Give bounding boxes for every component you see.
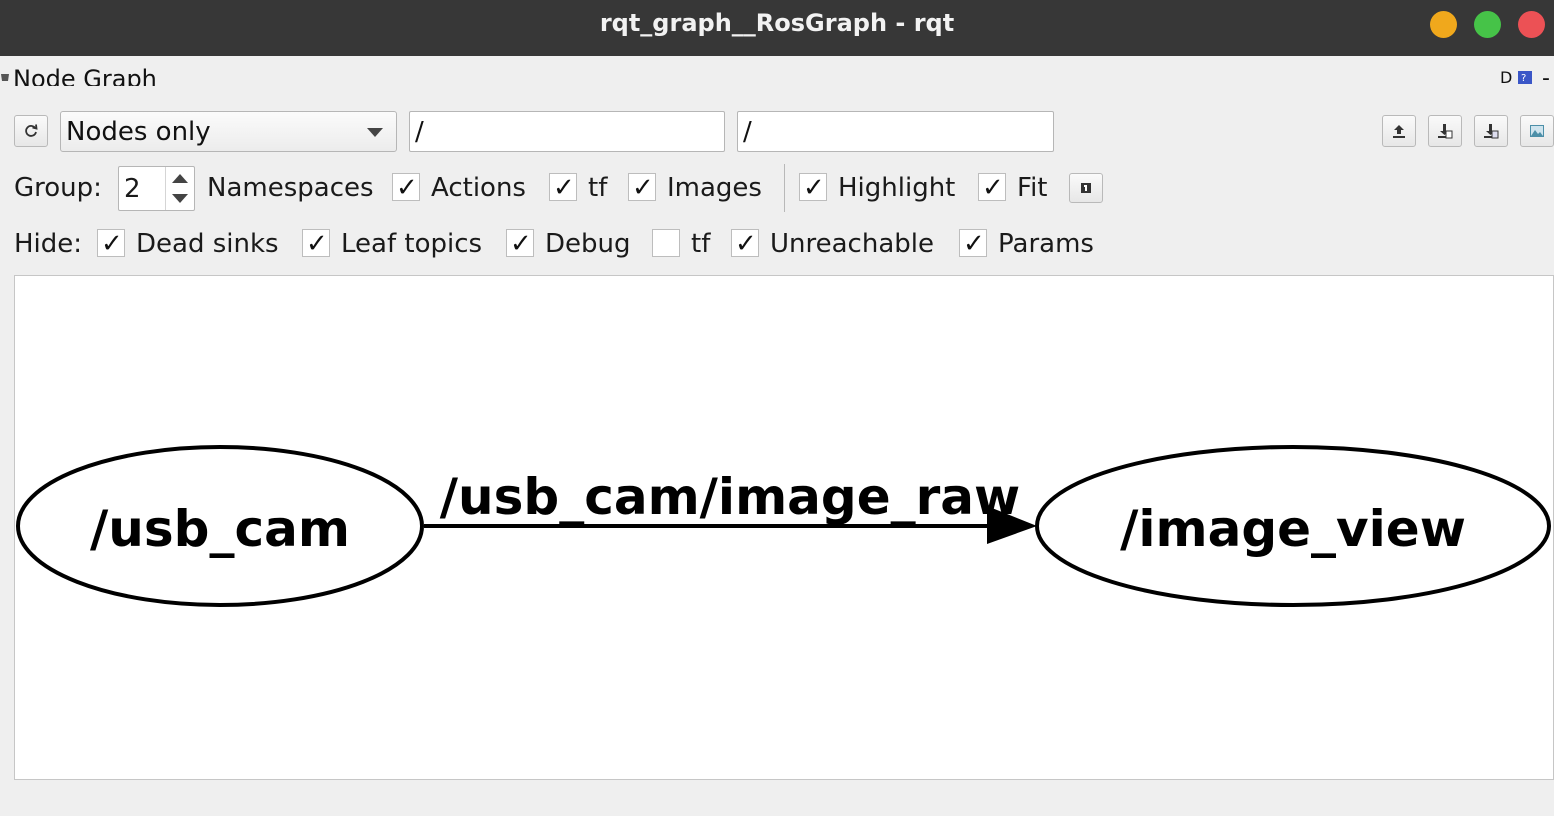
chevron-down-icon [367,128,383,137]
check-icon: ✓ [803,173,825,203]
check-icon: ✓ [963,229,985,259]
graph-node-image-view[interactable] [1035,445,1551,607]
edge-arrowhead [987,506,1037,544]
params-label: Params [998,229,1094,259]
check-icon: ✓ [632,173,654,203]
graph-svg: /usb_cam /usb_cam/image_raw /image_view [16,445,1551,607]
group-spinbox[interactable]: 2 [118,166,195,211]
namespaces-label: Namespaces [207,173,374,203]
check-icon: ✓ [982,173,1004,203]
save-dot-button[interactable] [1428,115,1462,147]
unreachable-label: Unreachable [770,229,934,259]
leaf-topics-label: Leaf topics [341,229,483,259]
dead-sinks-label: Dead sinks [136,229,279,259]
help-icon[interactable]: D ? [1500,70,1534,84]
save-image-button[interactable] [1520,115,1554,147]
graph-canvas[interactable]: /usb_cam /usb_cam/image_raw /image_view [14,275,1554,780]
edge-label: /usb_cam/image_raw [440,468,1020,526]
plugin-title: Node Graph [13,65,157,86]
view-mode-select[interactable]: Nodes only [60,111,397,152]
actions-label: Actions [431,173,526,203]
topic-filter-input[interactable] [737,111,1054,152]
group-label: Group: [14,173,102,203]
maximize-button[interactable] [1474,11,1501,38]
tf-hide-checkbox[interactable] [652,229,680,257]
highlight-checkbox[interactable]: ✓ [799,173,827,203]
toolbar-separator [784,164,785,212]
fit-view-icon [1081,183,1091,193]
view-mode-value: Nodes only [66,117,211,147]
check-icon: ✓ [510,229,532,259]
load-dot-button[interactable] [1382,115,1416,147]
images-checkbox[interactable]: ✓ [628,173,656,203]
hide-label: Hide: [14,229,83,259]
spin-divider [165,167,166,210]
save-dot-icon [1438,124,1453,139]
spin-up-icon[interactable] [172,174,188,183]
fit-view-button[interactable] [1069,173,1103,203]
check-icon: ✓ [553,173,575,203]
node-label-usb-cam: /usb_cam [90,500,350,558]
tf-hide-label: tf [691,229,711,259]
images-label: Images [667,173,762,203]
fit-label: Fit [1017,173,1048,203]
check-icon: ✓ [101,229,123,259]
check-icon: ✓ [396,173,418,203]
close-button[interactable] [1518,11,1545,38]
spin-down-icon[interactable] [172,194,188,203]
dead-sinks-checkbox[interactable]: ✓ [97,229,125,259]
svg-text:D: D [1500,70,1512,84]
save-svg-icon [1484,124,1499,139]
node-filter-input[interactable] [409,111,725,152]
debug-label: Debug [545,229,631,259]
unreachable-checkbox[interactable]: ✓ [731,229,759,259]
actions-checkbox[interactable]: ✓ [392,173,420,203]
fit-checkbox[interactable]: ✓ [978,173,1006,203]
dash-icon[interactable]: - [1542,66,1550,87]
refresh-button[interactable] [14,115,48,147]
tf-group-label: tf [588,173,608,203]
leaf-topics-checkbox[interactable]: ✓ [302,229,330,259]
svg-text:?: ? [1521,73,1526,84]
grip-icon[interactable] [0,72,10,82]
refresh-icon [25,124,38,137]
title-bar: rqt_graph__RosGraph - rqt [0,0,1554,56]
check-icon: ✓ [735,229,757,259]
node-label-image-view: /image_view [1120,500,1466,558]
check-icon: ✓ [306,229,328,259]
minimize-button[interactable] [1430,11,1457,38]
graph-node-usb-cam[interactable] [16,445,424,607]
group-value: 2 [124,174,141,204]
tf-group-checkbox[interactable]: ✓ [549,173,577,203]
plugin-header: Node Graph D ? - [0,56,1554,86]
params-checkbox[interactable]: ✓ [959,229,987,259]
window-title: rqt_graph__RosGraph - rqt [599,9,955,37]
highlight-label: Highlight [838,173,956,203]
save-svg-button[interactable] [1474,115,1508,147]
save-image-icon [1530,125,1544,137]
load-dot-icon [1393,125,1405,138]
debug-checkbox[interactable]: ✓ [506,229,534,259]
